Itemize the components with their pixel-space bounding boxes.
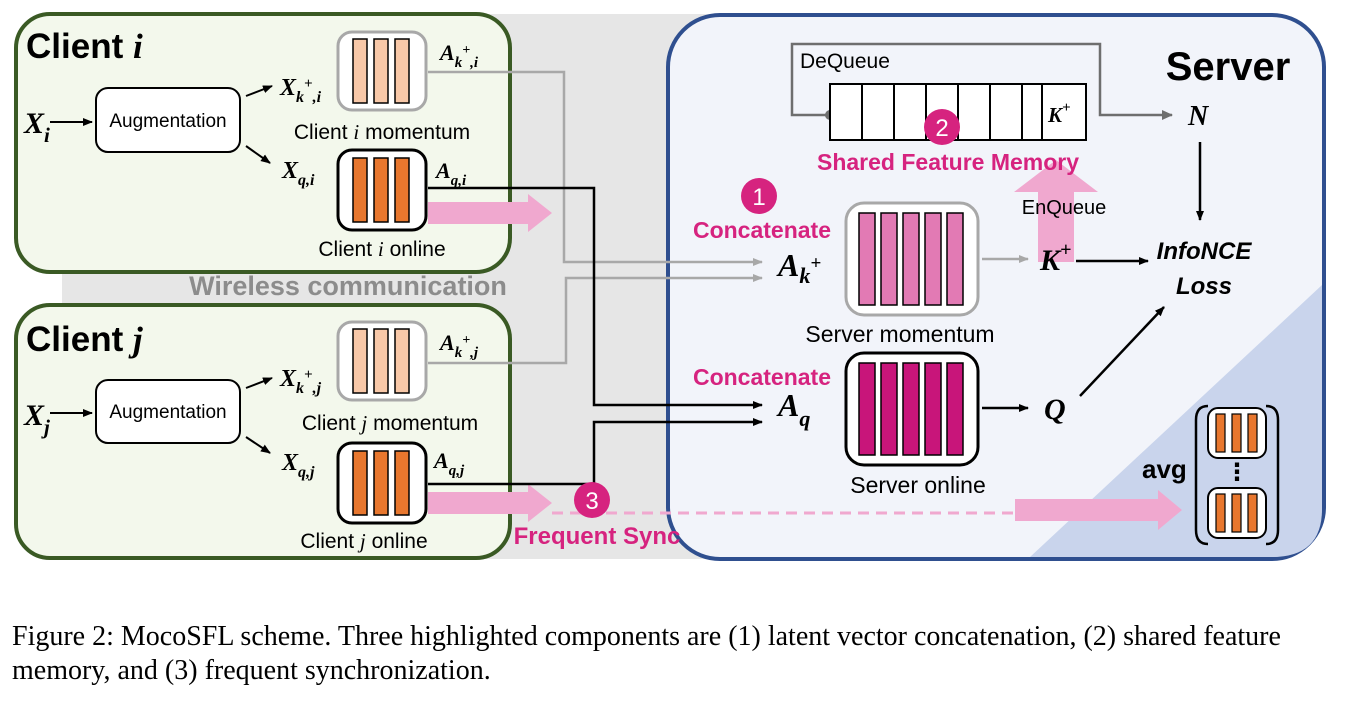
server-aq-label: Aq: [776, 387, 810, 431]
server-panel: [666, 13, 1326, 561]
server-momentum-model: [844, 201, 980, 317]
client-i-augmentation-box: [95, 87, 241, 153]
q-to-loss-arrow: [1079, 306, 1165, 397]
client-j-augmentation-box: [95, 379, 241, 444]
client-i-momentum-label: Client i momentum: [294, 120, 470, 144]
avg-model-bottom: [1207, 487, 1267, 539]
client-j-ak-link: [428, 274, 763, 365]
server-momentum-label: Server momentum: [805, 321, 994, 347]
marker-two: [924, 109, 960, 145]
client-j-aug-to-q-arrow: [245, 436, 271, 454]
enqueue-arrow: [1014, 160, 1098, 262]
frequent-sync-label: Frequent Sync: [514, 523, 681, 550]
dequeue-loop: [790, 42, 1173, 120]
client-j-xk-label: Xk+,j: [279, 366, 322, 397]
client-i-aq-label: Aq,i: [434, 158, 467, 189]
marker-one: [741, 178, 777, 214]
avg-label: avg: [1142, 454, 1187, 484]
client-i-aug-to-q-arrow: [245, 145, 271, 164]
client-i-ak-link: [428, 70, 763, 266]
frequent-sync-arrow: [1015, 490, 1182, 530]
marker-three-label: 3: [585, 488, 598, 515]
marker-two-label: 2: [935, 115, 948, 142]
shared-memory-label: Shared Feature Memory: [817, 149, 1079, 175]
client-j-momentum-label: Client j momentum: [302, 411, 478, 435]
client-i-input: Xi: [23, 107, 50, 147]
client-j-sync-arrow: [428, 484, 552, 522]
client-j-online-label: Client j online: [300, 529, 427, 553]
server-title: Server: [1166, 45, 1291, 89]
client-j-input: Xj: [23, 399, 50, 439]
client-j-aq-link: [428, 418, 763, 486]
client-j-aq-label: Aq,j: [432, 448, 465, 479]
client-i-online-label: Client i online: [318, 237, 445, 261]
enqueue-label: EnQueue: [1022, 197, 1107, 219]
wireless-label: Wireless communication: [189, 271, 507, 301]
client-i-ak-label: Ak+,i: [438, 40, 479, 71]
server-online-label: Server online: [850, 472, 986, 498]
client-i-momentum-model: [336, 30, 428, 112]
client-i-aq-link: [428, 186, 763, 409]
avg-right-bracket: [1265, 404, 1280, 546]
avg-vdots: ⋮: [1225, 459, 1249, 486]
client-i-xq-label: Xq,i: [281, 158, 315, 189]
avg-left-bracket: [1194, 404, 1209, 546]
avg-model-top: [1207, 407, 1267, 459]
q-label: Q: [1044, 393, 1066, 426]
k-plus-label: K+: [1039, 239, 1071, 277]
client-i-xk-label: Xk+,i: [279, 75, 322, 106]
mocosfl-diagram: Client i Xi Augmentation Xk+,i Xq,i Clie…: [14, 12, 1326, 561]
loss-label-1: InfoNCE: [1157, 238, 1253, 265]
client-i-title: Client i: [26, 27, 143, 66]
server-ak-label: Ak+: [776, 247, 821, 288]
client-j-xq-label: Xq,j: [281, 450, 315, 481]
client-i-sync-arrow: [428, 194, 552, 232]
concatenate-2-label: Concatenate: [693, 364, 831, 390]
client-i-aug-to-k-arrow: [245, 85, 273, 97]
concatenate-1-label: Concatenate: [693, 217, 831, 243]
memory-end-label: K+: [1047, 100, 1071, 127]
server-online-model: [844, 351, 980, 467]
client-j-aug-to-k-arrow: [245, 377, 273, 389]
client-i-online-model: [336, 148, 428, 232]
marker-one-label: 1: [752, 184, 765, 211]
client-j-augmentation-label: Augmentation: [109, 402, 226, 423]
figure-caption: Figure 2: MocoSFL scheme. Three highligh…: [12, 621, 1281, 686]
n-label: N: [1187, 101, 1210, 132]
client-i-augmentation-label: Augmentation: [109, 111, 226, 132]
client-j-title: Client j: [26, 320, 143, 359]
client-j-online-model: [336, 441, 428, 525]
client-j-momentum-model: [336, 320, 428, 402]
dequeue-label: DeQueue: [800, 50, 890, 73]
client-j-ak-label: Ak+,j: [438, 330, 479, 361]
marker-three: [574, 482, 610, 518]
loss-label-2: Loss: [1176, 273, 1232, 300]
